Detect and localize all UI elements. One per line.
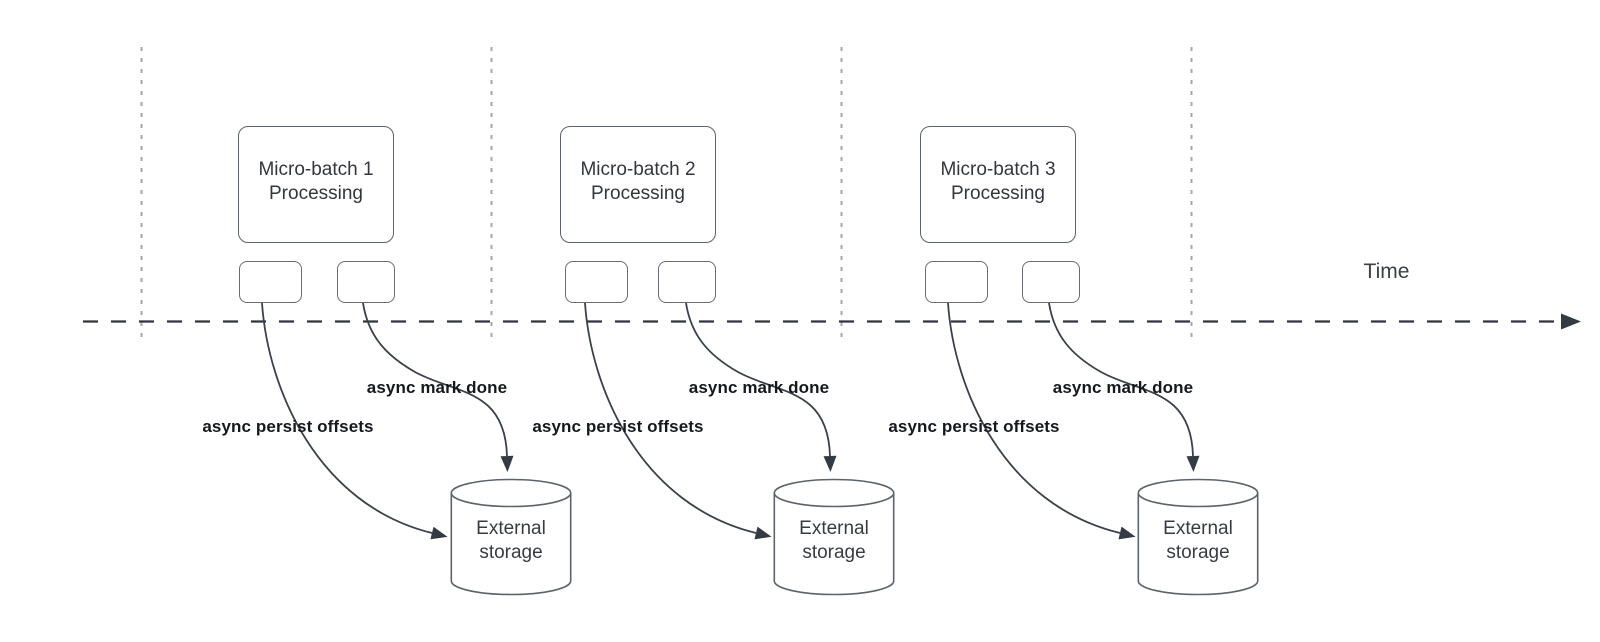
persist-offsets-arrow-1 xyxy=(261,302,448,540)
microbatch-1-processing-label: Micro-batch 1 Processing xyxy=(258,158,374,204)
async-persist-offsets-label-3: async persist offsets xyxy=(888,417,1060,436)
async-mark-done-label-1: async mark done xyxy=(366,378,508,397)
async-persist-offsets-label-1: async persist offsets xyxy=(202,417,374,436)
external-storage-label-2: External storage xyxy=(799,518,869,563)
mark-done-arrow-2 xyxy=(685,302,837,472)
microbatch-3-offset-task-box xyxy=(925,261,988,303)
microbatch-2-done-task-box xyxy=(658,261,716,303)
async-mark-done-label-2: async mark done xyxy=(688,378,830,397)
time-label: Time xyxy=(1363,260,1410,283)
microbatch-3-processing-label: Micro-batch 3 Processing xyxy=(940,158,1056,204)
microbatch-3-processing-box: Micro-batch 3 Processing xyxy=(920,126,1076,243)
time-axis-arrowhead-icon xyxy=(1561,313,1581,330)
microbatch-1-done-task-box xyxy=(337,261,395,303)
mark-done-arrow-3 xyxy=(1048,302,1200,472)
microbatch-1-processing-box: Micro-batch 1 Processing xyxy=(238,126,394,243)
time-axis xyxy=(83,313,1581,330)
cylinder-icon xyxy=(450,478,572,596)
microbatch-1-offset-task-box xyxy=(239,261,302,303)
microbatch-2-processing-label: Micro-batch 2 Processing xyxy=(580,158,696,204)
async-mark-done-label-3: async mark done xyxy=(1052,378,1194,397)
external-storage-cylinder-3: External storage xyxy=(1137,478,1259,596)
external-storage-cylinder-1: External storage xyxy=(450,478,572,596)
cylinder-icon xyxy=(1137,478,1259,596)
microbatch-2-processing-box: Micro-batch 2 Processing xyxy=(560,126,716,243)
external-storage-label-1: External storage xyxy=(476,518,546,563)
mark-done-arrow-1 xyxy=(362,302,514,472)
persist-offsets-arrow-3 xyxy=(947,302,1136,540)
async-persist-offsets-label-2: async persist offsets xyxy=(532,417,704,436)
external-storage-label-3: External storage xyxy=(1163,518,1233,563)
cylinder-icon xyxy=(773,478,895,596)
microbatch-2-offset-task-box xyxy=(565,261,628,303)
microbatch-3-done-task-box xyxy=(1022,261,1080,303)
external-storage-cylinder-2: External storage xyxy=(773,478,895,596)
persist-offsets-arrow-2 xyxy=(584,302,772,540)
